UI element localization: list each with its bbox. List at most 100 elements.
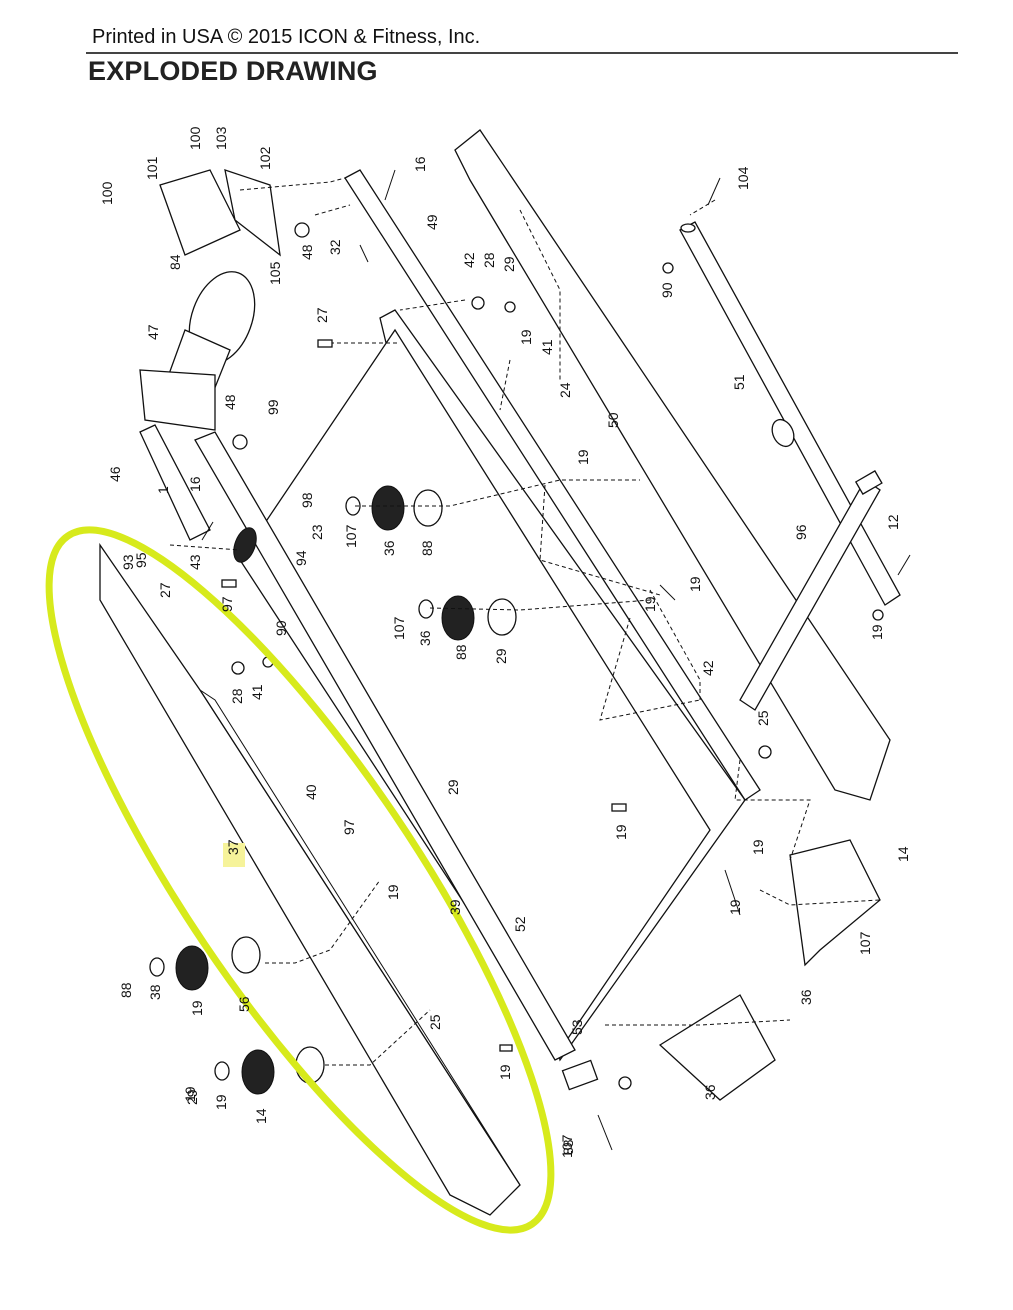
cap-107-a <box>345 496 361 516</box>
callout-19: 19 <box>727 899 743 915</box>
callout-88: 88 <box>118 982 134 998</box>
disc-88-a <box>413 489 443 527</box>
callout-51: 51 <box>731 374 747 390</box>
spring-36-b <box>441 595 475 641</box>
fasteners <box>201 169 911 1151</box>
callout-19: 19 <box>213 1094 229 1110</box>
callout-24: 24 <box>557 382 573 398</box>
spring-36-c <box>175 945 209 991</box>
motor-47-base <box>139 369 216 431</box>
callout-29: 29 <box>445 779 461 795</box>
controller-84 <box>159 169 241 256</box>
parts-linework <box>99 129 911 1216</box>
callout-19: 19 <box>642 596 658 612</box>
callout-107: 107 <box>857 931 873 955</box>
callout-56: 56 <box>236 996 252 1012</box>
callout-19: 19 <box>182 1086 198 1102</box>
callout-52: 52 <box>512 916 528 932</box>
callout-100: 100 <box>187 126 203 150</box>
callout-19: 19 <box>575 449 591 465</box>
tube-51-end <box>680 223 696 233</box>
callout-19: 19 <box>869 624 885 640</box>
callout-47: 47 <box>145 324 161 340</box>
callout-28: 28 <box>481 252 497 268</box>
callout-25: 25 <box>427 1014 443 1030</box>
callout-94: 94 <box>293 550 309 566</box>
assembly-lines <box>169 177 881 1066</box>
callout-28: 28 <box>229 688 245 704</box>
callout-101: 101 <box>144 156 160 180</box>
callout-88: 88 <box>453 644 469 660</box>
callout-42: 42 <box>461 252 477 268</box>
callout-90: 90 <box>659 282 675 298</box>
callout-105: 105 <box>267 261 283 285</box>
rollers <box>149 222 795 1095</box>
callout-53: 53 <box>569 1019 585 1035</box>
callout-93: 93 <box>120 554 136 570</box>
callout-36: 36 <box>702 1084 718 1100</box>
callout-88: 88 <box>419 540 435 556</box>
callout-50: 50 <box>605 412 621 428</box>
callout-19: 19 <box>613 824 629 840</box>
callout-99: 99 <box>265 399 281 415</box>
spring-36-d <box>241 1049 275 1095</box>
callout-16: 16 <box>412 156 428 172</box>
cap-107-d <box>214 1061 230 1081</box>
callout-16: 16 <box>187 476 203 492</box>
callout-84: 84 <box>167 254 183 270</box>
highlight-label-bg <box>223 843 245 867</box>
bearing-48-a <box>294 222 310 238</box>
callout-19: 19 <box>189 1000 205 1016</box>
callout-41: 41 <box>249 684 265 700</box>
callout-39: 39 <box>447 899 463 915</box>
callout-36: 36 <box>381 540 397 556</box>
callout-25: 25 <box>755 710 771 726</box>
callout-43: 43 <box>187 554 203 570</box>
callout-96: 96 <box>793 524 809 540</box>
callout-97: 97 <box>341 819 357 835</box>
callout-36: 36 <box>417 630 433 646</box>
callout-104: 104 <box>735 166 751 190</box>
callout-95: 95 <box>133 552 149 568</box>
callout-97: 97 <box>219 596 235 612</box>
callout-107: 107 <box>391 616 407 640</box>
callout-48: 48 <box>222 394 238 410</box>
callout-90: 90 <box>273 620 289 636</box>
stabilizer-end <box>854 470 883 495</box>
callout-19: 19 <box>385 884 401 900</box>
highlight-oval <box>45 526 555 1234</box>
callout-46: 46 <box>107 466 123 482</box>
callout-23: 23 <box>309 524 325 540</box>
pulley-43 <box>233 527 257 563</box>
header-rule <box>86 52 958 54</box>
callout-32: 32 <box>327 239 343 255</box>
washer-42-a <box>471 296 485 310</box>
right-frame-rail <box>344 169 761 801</box>
callout-19: 19 <box>687 576 703 592</box>
cap-107-b <box>418 599 434 619</box>
callout-12: 12 <box>885 514 901 530</box>
bearing-48-b <box>232 434 248 450</box>
callout-49: 49 <box>424 214 440 230</box>
callout-107: 107 <box>559 1134 575 1158</box>
callout-38: 38 <box>147 984 163 1000</box>
callout-103: 103 <box>213 126 229 150</box>
callout-19: 19 <box>518 329 534 345</box>
callout-29: 29 <box>501 256 517 272</box>
stabilizer-96 <box>739 479 881 711</box>
cap-107-c <box>149 957 165 977</box>
callout-98: 98 <box>299 492 315 508</box>
callout-14: 14 <box>253 1108 269 1124</box>
left-frame-rail <box>194 431 576 1061</box>
disc-88-b <box>487 598 517 636</box>
belt-46 <box>139 424 211 541</box>
callout-36: 36 <box>798 989 814 1005</box>
callout-29: 29 <box>184 1089 200 1105</box>
callout-27: 27 <box>314 307 330 323</box>
callout-102: 102 <box>257 146 273 170</box>
callout-41: 41 <box>539 339 555 355</box>
callout-40: 40 <box>303 784 319 800</box>
callout-19: 19 <box>497 1064 513 1080</box>
